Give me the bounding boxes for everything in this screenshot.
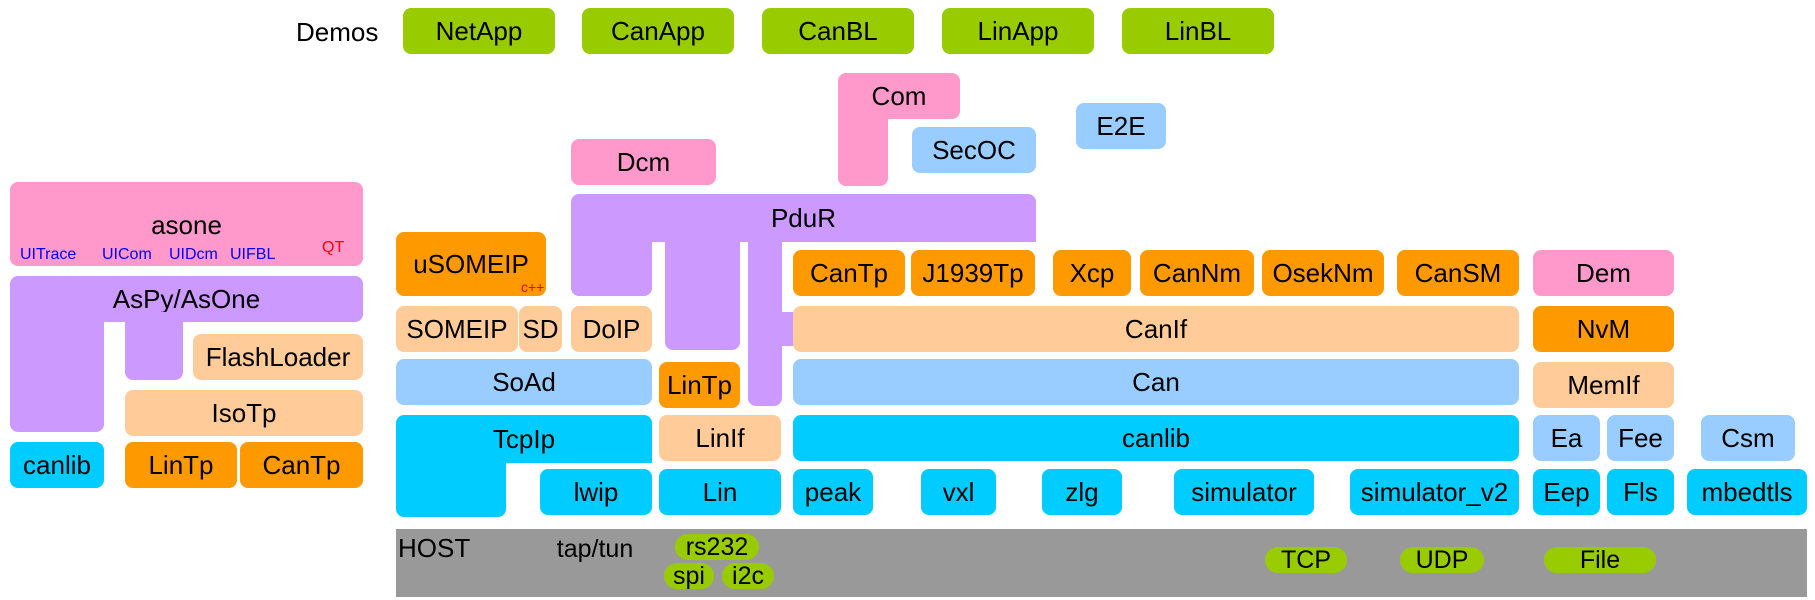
pdur-arm-lintp xyxy=(665,234,740,350)
csm-block: Csm xyxy=(1701,415,1795,461)
cannm-block: CanNm xyxy=(1140,250,1254,296)
asone-sub-uifbl: UIFBL xyxy=(230,246,276,263)
host-udp: UDP xyxy=(1400,547,1484,573)
fee-block: Fee xyxy=(1607,415,1674,461)
memif-block: MemIf xyxy=(1533,362,1674,408)
host-label: HOST xyxy=(398,533,471,563)
lintp-block: LinTp xyxy=(659,362,740,408)
driver-simulator-v2: simulator_v2 xyxy=(1350,469,1519,515)
mbedtls-block: mbedtls xyxy=(1687,469,1807,515)
host-tcp: TCP xyxy=(1265,547,1347,573)
can-block: Can xyxy=(793,359,1519,405)
host-taptun: tap/tun xyxy=(556,534,634,563)
cantp-block: CanTp xyxy=(793,250,905,296)
nvm-block: NvM xyxy=(1533,306,1674,352)
canif-block: CanIf xyxy=(793,306,1519,352)
ea-block: Ea xyxy=(1533,415,1600,461)
tcpip-stem xyxy=(396,455,506,517)
doip-block: DoIP xyxy=(571,306,652,352)
qt-label: QT xyxy=(322,239,345,256)
soad-block: SoAd xyxy=(396,359,652,405)
driver-zlg: zlg xyxy=(1042,469,1122,515)
demo-netapp: NetApp xyxy=(403,8,555,54)
host-file: File xyxy=(1544,547,1656,573)
lin-block: Lin xyxy=(659,469,781,515)
asone-sub-uitrace: UITrace xyxy=(20,246,77,263)
dcm-block: Dcm xyxy=(571,139,716,185)
fls-block: Fls xyxy=(1607,469,1674,515)
cpp-label: c++ xyxy=(521,279,545,295)
driver-vxl: vxl xyxy=(921,469,996,515)
usomeip-block: uSOMEIP xyxy=(396,232,546,296)
demo-linbl: LinBL xyxy=(1122,8,1274,54)
cantp-block-left: CanTp xyxy=(240,442,363,488)
oseknm-block: OsekNm xyxy=(1262,250,1384,296)
j1939tp-block: J1939Tp xyxy=(911,250,1035,296)
demo-canbl: CanBL xyxy=(762,8,914,54)
someip-block: SOMEIP xyxy=(396,306,518,352)
demo-canapp: CanApp xyxy=(582,8,734,54)
canlib-block-left: canlib xyxy=(10,442,104,488)
driver-simulator: simulator xyxy=(1174,469,1314,515)
xcp-block: Xcp xyxy=(1053,250,1131,296)
demos-label: Demos xyxy=(296,17,379,47)
lintp-block-left: LinTp xyxy=(125,442,237,488)
pdur-arm-doip xyxy=(571,234,652,296)
sd-block: SD xyxy=(519,306,562,352)
com-stem xyxy=(838,110,888,186)
host-i2c: i2c xyxy=(722,563,774,589)
secoc-block: SecOC xyxy=(912,127,1036,173)
flashloader-block: FlashLoader xyxy=(193,334,363,380)
asone-label: asone xyxy=(151,210,222,240)
asone-sub-uicom: UICom xyxy=(102,246,152,263)
eep-block: Eep xyxy=(1533,469,1600,515)
host-rs232: rs232 xyxy=(675,534,759,560)
e2e-block: E2E xyxy=(1076,103,1166,149)
aspy-left-arm xyxy=(10,312,104,432)
host-spi: spi xyxy=(664,563,714,589)
demo-linapp: LinApp xyxy=(942,8,1094,54)
canlib-block: canlib xyxy=(793,415,1519,461)
isotp-block-left: IsoTp xyxy=(125,390,363,436)
driver-peak: peak xyxy=(793,469,873,515)
linif-block: LinIf xyxy=(659,415,781,461)
lwip-block: lwip xyxy=(540,469,652,515)
dem-block: Dem xyxy=(1533,250,1674,296)
aspy-middle-arm xyxy=(125,312,183,380)
cansm-block: CanSM xyxy=(1397,250,1519,296)
asone-block: asone xyxy=(10,182,363,266)
asone-sub-uidcm: UIDcm xyxy=(169,246,218,263)
